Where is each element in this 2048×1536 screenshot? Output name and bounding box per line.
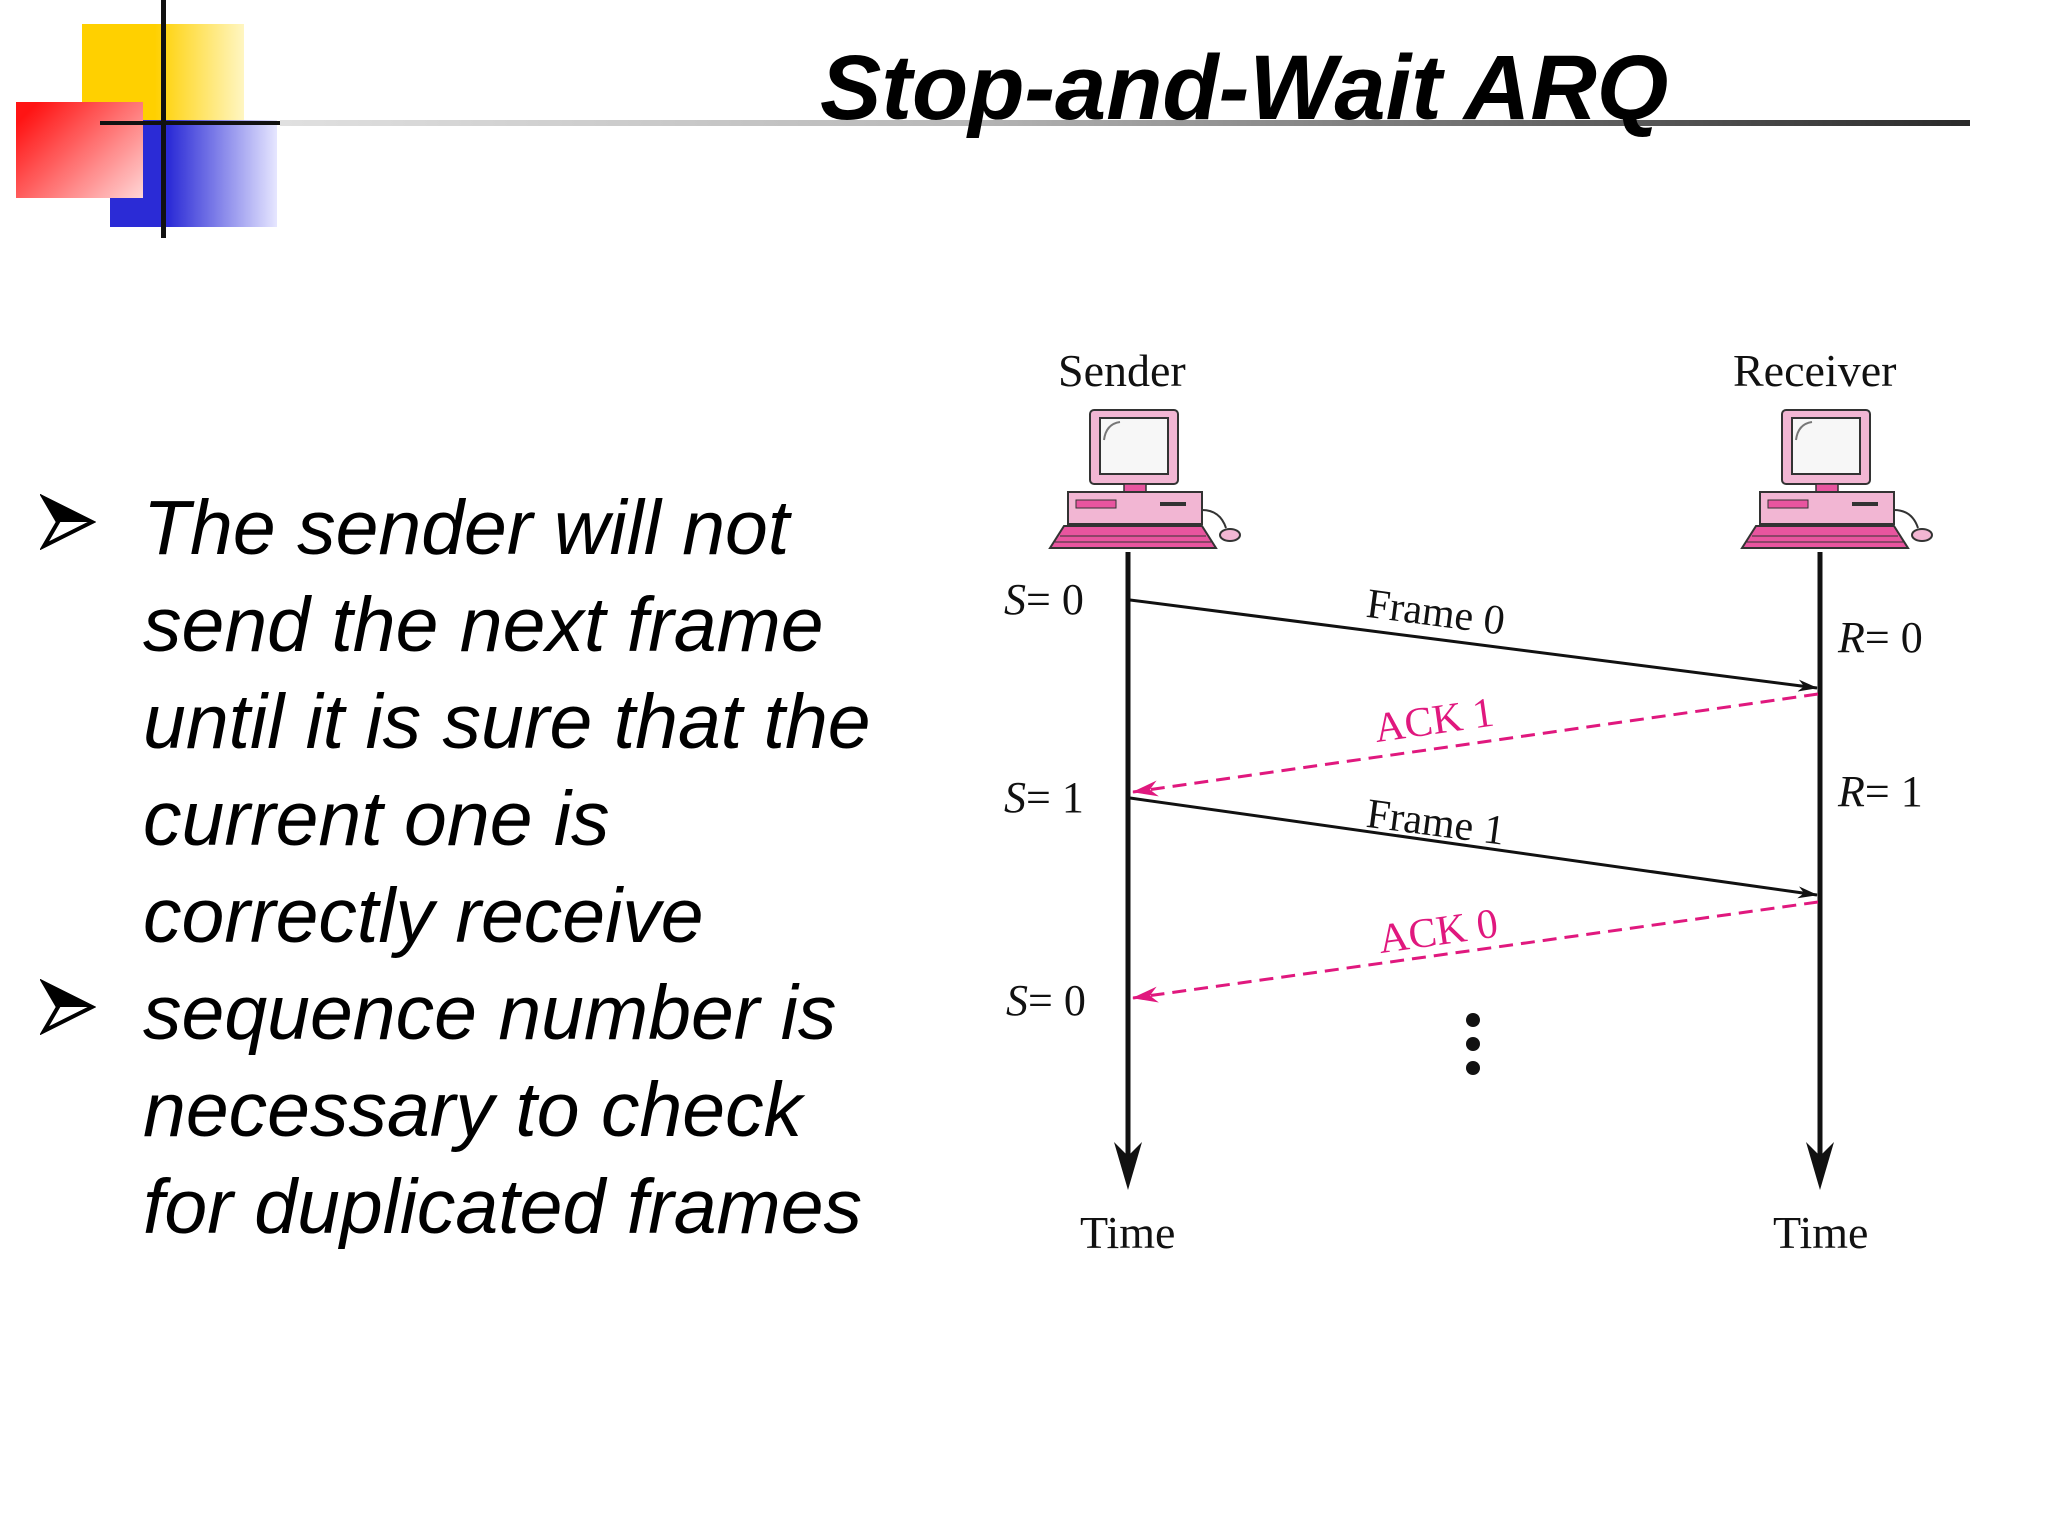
vertical-ellipsis-icon <box>1466 1013 1480 1075</box>
sender-state-0: S= 0 <box>1004 575 1084 624</box>
bullet-line: The sender will not <box>143 485 790 571</box>
receiver-computer-icon <box>1740 409 1933 549</box>
title-underline <box>280 120 1970 126</box>
bullet-line: send the next frame <box>143 582 824 668</box>
bullet-item: The sender will not send the next frame … <box>40 480 920 965</box>
receiver-label: Receiver <box>1733 345 1897 396</box>
bullet-line: for duplicated frames <box>143 1164 863 1250</box>
arrowhead-bullet-icon <box>40 979 96 1035</box>
sender-time-label: Time <box>1080 1207 1176 1258</box>
sender-state-2: S= 0 <box>1006 976 1086 1025</box>
bullet-line: until it is sure that the <box>143 679 871 765</box>
ack-0-arrow <box>1132 900 1819 1003</box>
sender-label: Sender <box>1058 345 1186 396</box>
frame-0-arrow <box>1129 598 1818 692</box>
bullet-line: correctly receive <box>143 873 704 959</box>
bullet-line: current one is <box>143 776 610 862</box>
slide-title: Stop-and-Wait ARQ <box>820 37 1669 139</box>
sender-timeline-arrowhead <box>1114 1142 1142 1190</box>
logo-vertical-line <box>161 0 166 238</box>
arrowhead-bullet-icon <box>40 494 96 550</box>
receiver-time-label: Time <box>1773 1207 1869 1258</box>
receiver-state-1: R= 1 <box>1838 767 1923 816</box>
logo-red-square <box>16 102 143 198</box>
bullet-item: sequence number is necessary to check fo… <box>40 965 920 1256</box>
frame-1-arrow <box>1129 796 1818 899</box>
bullet-line: necessary to check <box>143 1067 803 1153</box>
ack-1-arrow <box>1132 692 1819 797</box>
bullet-line: sequence number is <box>143 970 837 1056</box>
diagram-canvas <box>1048 409 1933 1190</box>
receiver-timeline-arrowhead <box>1806 1142 1834 1190</box>
sender-state-1: S= 1 <box>1004 773 1084 822</box>
bullet-list: The sender will not send the next frame … <box>40 480 920 1256</box>
logo-horizontal-line <box>100 121 280 125</box>
receiver-state-0: R= 0 <box>1838 613 1923 662</box>
sender-computer-icon <box>1048 409 1241 549</box>
stop-and-wait-diagram: Sender Receiver S= 0 S= 1 S= 0 R= 0 R= 1… <box>1000 330 2000 1280</box>
